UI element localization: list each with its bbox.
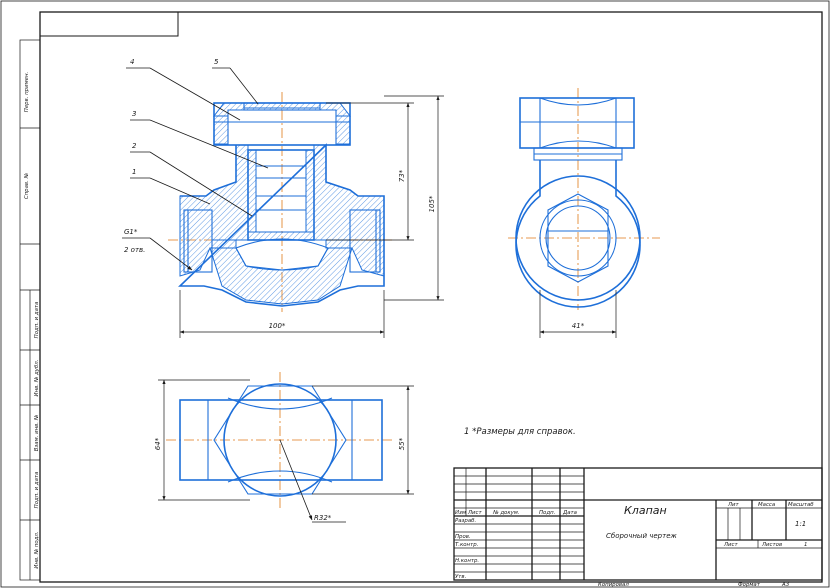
dim-55: 55* — [398, 437, 406, 450]
strip-label-dup-inv: Инв. № дубл. — [34, 360, 40, 397]
footer: Копировал Формат A3 — [598, 582, 790, 588]
footer-format-value: A3 — [781, 582, 790, 588]
top-view — [166, 372, 394, 510]
dim-105: 105* — [428, 195, 436, 212]
side-view — [508, 88, 660, 310]
tb-sheet-label: Лист — [723, 542, 739, 548]
tb-lit-label: Лит — [727, 502, 740, 508]
dim-73: 73* — [398, 169, 406, 182]
tb-row-prov: Пров. — [455, 534, 471, 540]
top-dimensions: 64* 55* R32* — [154, 379, 414, 523]
drawing-note: 1 *Размеры для справок. — [464, 427, 576, 437]
callout-1: 1 — [132, 168, 136, 176]
tb-col-docnum: № докум. — [492, 510, 520, 516]
tb-row-nkontr: Н.контр. — [455, 558, 479, 564]
tb-row-razrab: Разраб. — [455, 518, 476, 524]
strip-label-first-use: Перв. примен. — [24, 72, 30, 112]
tb-row-tkontr: Т.контр. — [455, 542, 478, 548]
tb-col-sign: Подп. — [539, 510, 555, 516]
callout-5: 5 — [214, 58, 219, 66]
tb-mass-label: Масса — [758, 502, 775, 508]
tb-col-date: Дата — [562, 510, 577, 516]
tb-scale-label: Масштаб — [788, 502, 814, 508]
footer-copied: Копировал — [598, 582, 629, 588]
dim-64: 64* — [154, 437, 162, 450]
strip-label-orig-inv: Инв. № подл. — [34, 531, 40, 568]
drawing-subtitle: Сборочный чертеж — [606, 532, 677, 540]
thread-count: 2 отв. — [124, 246, 145, 254]
thread-label: G1* — [124, 228, 138, 236]
strip-label-replace-inv: Взам. инв. № — [34, 414, 40, 451]
front-section-view — [168, 92, 392, 312]
drawing-title: Клапан — [624, 504, 667, 517]
callout-4: 4 — [130, 58, 134, 66]
callout-2: 2 — [132, 142, 137, 150]
side-dimensions: 41* — [539, 290, 617, 338]
dim-r32: R32* — [314, 514, 332, 522]
tb-scale-value: 1:1 — [795, 520, 806, 528]
tb-row-utv: Утв. — [455, 574, 466, 580]
dim-41: 41* — [572, 322, 585, 330]
side-stamp-strip: Перв. примен. Справ. № Подп. и дата Инв.… — [19, 39, 41, 581]
front-dimensions: 73* 105* 100* — [179, 95, 444, 338]
strip-label-ref-no: Справ. № — [24, 172, 30, 199]
callout-3: 3 — [132, 110, 136, 118]
tb-sheets-label: Листов — [761, 542, 782, 548]
strip-label-sign-date-1: Подп. и дата — [34, 302, 40, 339]
dim-100: 100* — [269, 322, 286, 330]
tb-col-izm: Изм — [455, 510, 466, 516]
footer-format: Формат — [738, 582, 761, 588]
strip-label-sign-date-2: Подп. и дата — [34, 472, 40, 509]
part-callouts: 4 5 3 2 1 G1* 2 отв. — [122, 58, 269, 271]
tb-sheets-value: 1 — [804, 542, 807, 548]
title-block: Изм Лист № докум. Подп. Дата Разраб. Про… — [453, 467, 823, 581]
tb-col-list: Лист — [467, 510, 483, 516]
